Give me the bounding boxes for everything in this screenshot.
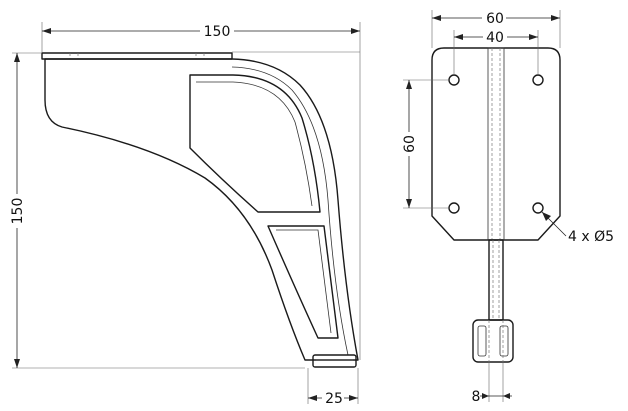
dim-hole-spacing-x: 40 <box>486 30 504 46</box>
side-upper-window <box>189 74 321 213</box>
mount-hole-top-right <box>532 74 544 86</box>
hole-callout: 4 x Ø5 <box>568 229 614 245</box>
front-view-dimensions: 60 40 60 4 x Ø5 8 <box>401 9 614 405</box>
dim-foot-width: 25 <box>325 391 343 407</box>
front-foot <box>472 319 514 363</box>
dim-front-width: 60 <box>486 11 504 27</box>
side-view <box>41 52 359 368</box>
side-leg-outline <box>44 58 359 361</box>
dim-slot-width: 8 <box>472 389 481 405</box>
side-foot-pad <box>312 354 357 368</box>
mount-hole-top-left <box>448 74 460 86</box>
side-top-plate <box>41 52 233 60</box>
dim-side-width: 150 <box>204 24 231 40</box>
dim-side-height: 150 <box>10 198 26 225</box>
side-leg-inner-edge <box>231 66 349 356</box>
side-lower-window <box>267 225 339 339</box>
mount-hole-bottom-right <box>532 202 544 214</box>
front-stem <box>488 239 504 321</box>
side-view-dimensions: 150 150 25 <box>8 22 361 407</box>
dim-hole-spacing-y: 60 <box>402 135 418 153</box>
front-web <box>487 47 505 241</box>
mount-hole-bottom-left <box>448 202 460 214</box>
front-plate <box>431 47 561 241</box>
front-view <box>431 47 561 363</box>
